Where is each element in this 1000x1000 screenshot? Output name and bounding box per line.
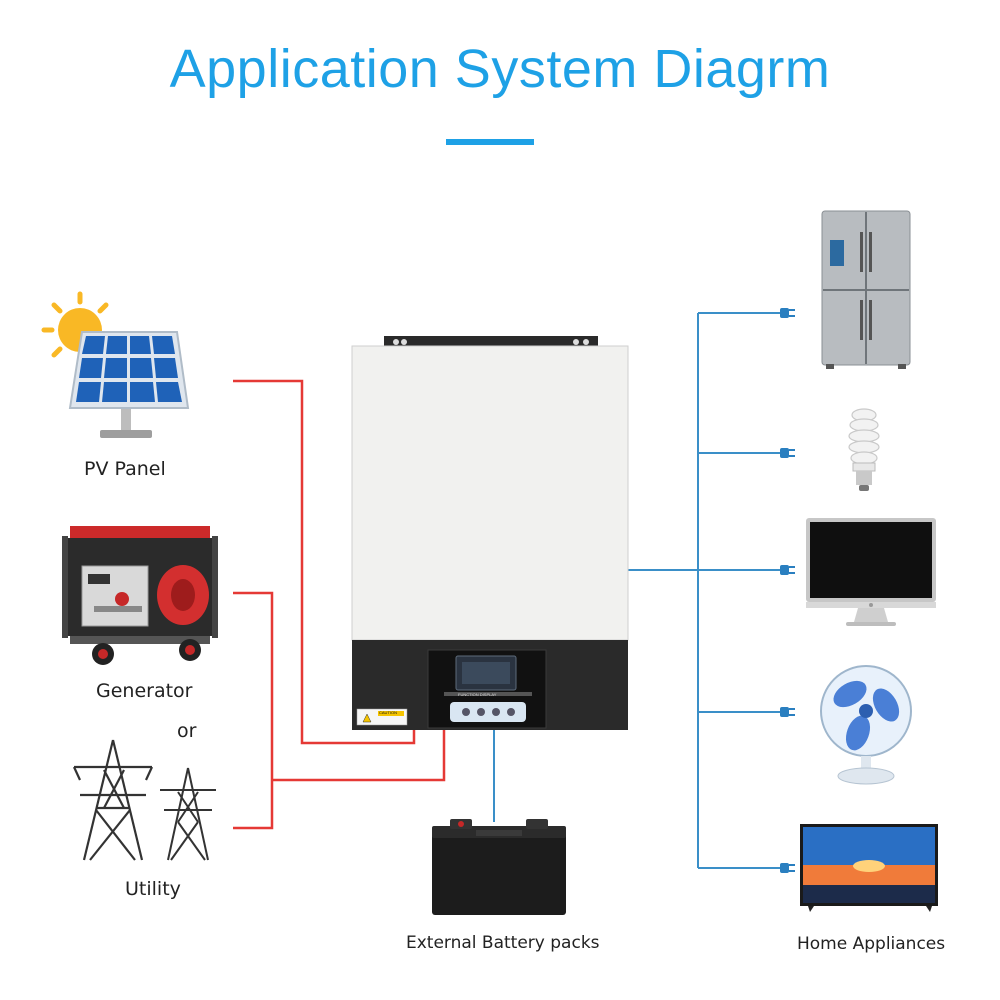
television-icon: [800, 824, 938, 912]
warning-icon: [362, 713, 372, 723]
appliances-label: Home Appliances: [797, 934, 946, 954]
plug-icon: [780, 707, 795, 717]
pv-wire: [233, 379, 416, 745]
plug-icon: [780, 863, 795, 873]
light-bulb-icon: [848, 408, 880, 491]
fan-icon: [820, 665, 912, 785]
input-wires: [233, 379, 446, 830]
utility-wire: [272, 729, 446, 782]
function-display-text: FUNCTION DISPLAY: [458, 692, 497, 697]
output-wires: [493, 312, 780, 869]
page-title: Application System Diagrm: [169, 39, 831, 99]
plug-icon: [780, 448, 795, 458]
plug-icon: [780, 308, 795, 318]
battery-label: External Battery packs: [406, 933, 600, 953]
plug-icons: [780, 308, 795, 873]
generator-label: Generator: [96, 680, 193, 702]
generator-wire: [233, 591, 274, 830]
title-underline: [446, 139, 534, 145]
battery-icon: [432, 819, 566, 915]
caution-text: CAUTION: [379, 710, 397, 715]
inverter-unit: [351, 336, 629, 730]
generator-icon: [62, 526, 218, 665]
pv-panel-icon: [41, 291, 190, 438]
utility-label: Utility: [125, 878, 181, 900]
monitor-icon: [806, 518, 936, 626]
utility-pylon-icon: [160, 767, 216, 861]
or-label: or: [177, 720, 197, 742]
plug-icon: [780, 565, 795, 575]
utility-pylon-icon: [73, 739, 153, 861]
pv-panel-label: PV Panel: [84, 458, 166, 480]
refrigerator-icon: [821, 210, 911, 369]
